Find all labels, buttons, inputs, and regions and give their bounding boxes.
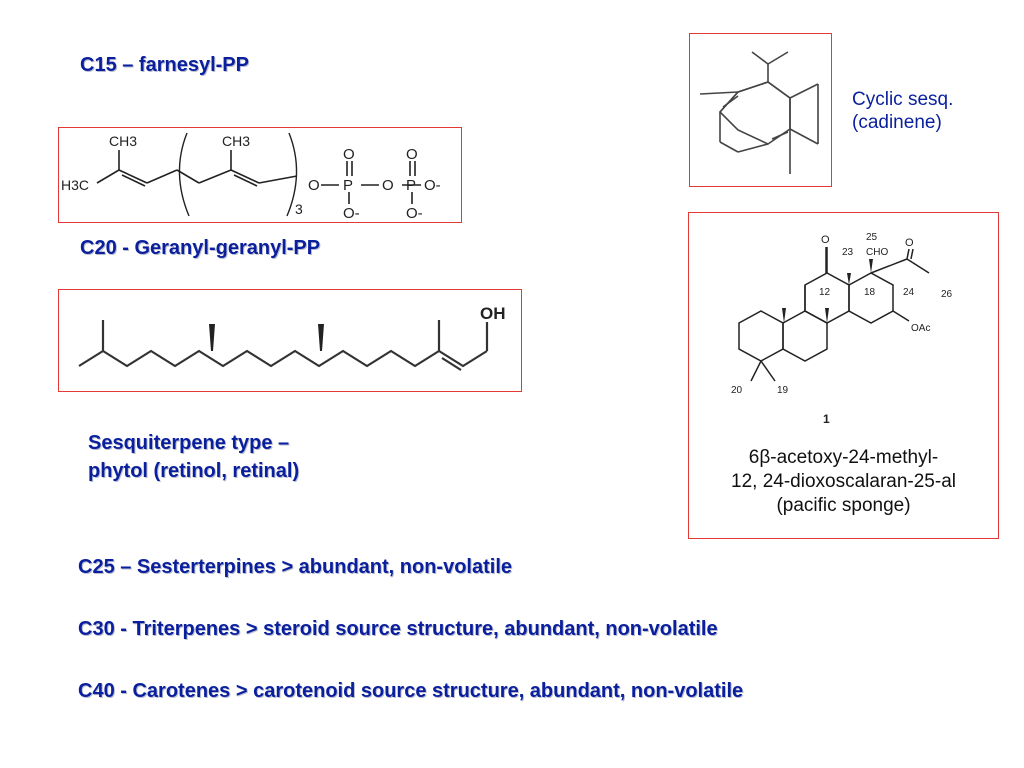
heading-phytol-line1: Sesquiterpene type – [88,432,290,454]
scalarane-acetyl-o: O [905,237,914,249]
farnesyl-o-3: O [382,177,394,194]
scalarane-label-26: 26 [941,289,953,300]
farnesyl-ch3-repeat: CH3 [222,133,250,149]
phytol-wedge-2 [318,324,324,351]
scalarane-wedge-1 [782,308,786,323]
cadinene-caption-line2: (cadinene) [852,112,942,133]
scalarane-caption-line1: 6β-acetoxy-24-methyl- [748,447,939,468]
farnesyl-ch3-left: CH3 [109,133,137,149]
scalarane-compound-number: 1 [823,412,830,426]
scalarane-label-25: 25 [866,232,878,243]
scalarane-structure: O 12 23 25 CHO 18 O 24 26 OAc 20 19 1 6β… [688,212,999,539]
cadinene-caption-line1: Cyclic sesq. [852,89,954,110]
heading-c30: C30 - Triterpenes > steroid source struc… [78,618,718,640]
scalarane-label-24: 24 [903,287,915,298]
cadinene-structure [689,33,832,187]
scalarane-wedge-2 [825,308,829,323]
farnesyl-pp-structure: CH3 H3C CH3 3 O P O O- O P O O- O- [58,127,462,223]
scalarane-ketone-o: O [821,234,830,246]
farnesyl-o-minus-3: O- [424,177,441,194]
farnesyl-p-1: P [343,177,353,194]
heading-c15: C15 – farnesyl-PP [80,54,249,76]
heading-c40: C40 - Carotenes > carotenoid source stru… [78,680,744,702]
scalarane-label-19: 19 [777,385,789,396]
heading-c20: C20 - Geranyl-geranyl-PP [80,237,321,259]
scalarane-cho: CHO [866,247,888,258]
phytol-drawing: OH [78,304,506,371]
heading-phytol-line2: phytol (retinol, retinal) [88,460,300,482]
farnesyl-o-minus-2: O- [406,205,423,222]
phytol-oh: OH [480,304,506,323]
scalarane-wedge-3 [847,273,851,285]
heading-phytol: Sesquiterpene type – phytol (retinol, re… [88,429,299,485]
farnesyl-h3c: H3C [61,177,89,193]
repeat-bracket-right [286,132,298,217]
farnesyl-o-4: O [406,146,418,163]
farnesyl-o-2: O [343,146,355,163]
farnesyl-o-1: O [308,177,320,194]
cadinene-bonds [699,51,819,174]
scalarane-label-20: 20 [731,385,743,396]
phytol-bonds [78,320,489,371]
scalarane-wedge-4 [869,259,873,273]
repeat-bracket-left [178,132,190,217]
farnesyl-pp-drawing: CH3 H3C CH3 3 O P O O- O P O O- O- [61,132,441,222]
cadinene-caption: Cyclic sesq. (cadinene) [852,88,953,134]
scalarane-caption: 6β-acetoxy-24-methyl- 12, 24-dioxoscalar… [689,446,998,518]
scalarane-bonds [738,247,930,382]
farnesyl-repeat-count: 3 [295,201,303,217]
cadinene-drawing [699,51,819,174]
scalarane-oac: OAc [911,323,930,334]
farnesyl-bonds [96,150,421,204]
scalarane-drawing: O 12 23 25 CHO 18 O 24 26 OAc 20 19 1 [731,232,953,426]
farnesyl-o-minus-1: O- [343,205,360,222]
scalarane-label-23: 23 [842,247,854,258]
scalarane-caption-line3: (pacific sponge) [776,495,911,516]
scalarane-caption-line2: 12, 24-dioxoscalaran-25-al [731,471,956,492]
scalarane-label-12: 12 [819,287,831,298]
scalarane-label-18: 18 [864,287,876,298]
heading-c25: C25 – Sesterterpines > abundant, non-vol… [78,556,513,578]
phytol-structure: OH [58,289,522,392]
phytol-wedge-1 [209,324,215,351]
farnesyl-p-2: P [406,177,416,194]
